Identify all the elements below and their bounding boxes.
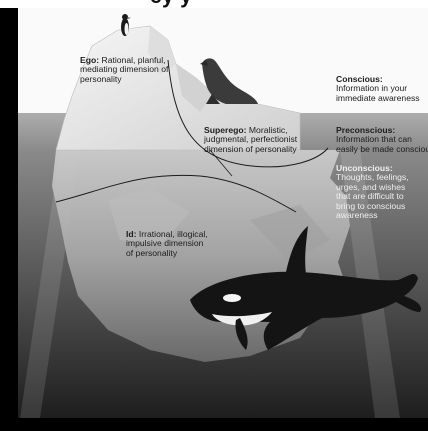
superego-label: Superego: Moralistic, judgmental, perfec… (204, 126, 322, 154)
id-label: Id: Irrational, illogical, impulsive dim… (126, 230, 236, 258)
superego-text-3: dimension of personality (204, 144, 297, 154)
cropped-title: ey y (0, 0, 428, 8)
ego-text-3: personality (80, 74, 122, 84)
id-text-3: of personality (126, 248, 177, 258)
ego-label: Ego: Rational, planful, mediating dimens… (80, 56, 190, 84)
preconscious-text-2: easily be made conscious (336, 144, 428, 154)
left-border (0, 8, 18, 431)
bottom-border (0, 418, 428, 431)
conscious-label: Conscious: Information in your immediate… (336, 75, 428, 103)
title-fragment: ey y (150, 0, 192, 8)
unconscious-label: Unconscious: Thoughts, feelings, urges, … (336, 164, 428, 220)
preconscious-label: Preconscious: Information that can easil… (336, 126, 428, 154)
unconscious-text-5: awareness (336, 210, 378, 220)
conscious-text-2: immediate awareness (336, 93, 420, 103)
